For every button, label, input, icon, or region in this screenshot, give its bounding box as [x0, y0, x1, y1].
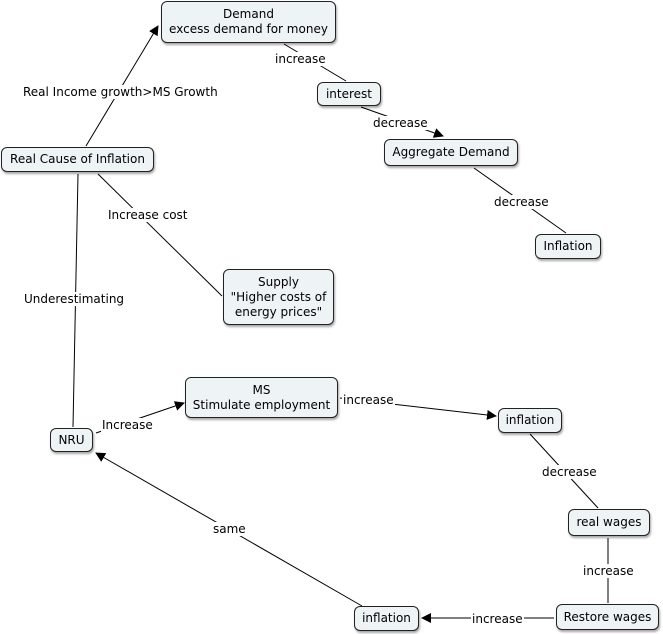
- node-supply[interactable]: Supply "Higher costs of energy prices": [223, 269, 334, 325]
- node-interest[interactable]: interest: [317, 82, 381, 106]
- label-real-income-growth: Real Income growth>MS Growth: [22, 85, 219, 99]
- label-increase-ms-inflation: increase: [342, 393, 395, 407]
- node-demand[interactable]: Demand excess demand for money: [161, 1, 336, 43]
- node-restore-wages[interactable]: Restore wages: [556, 604, 659, 630]
- node-inflation-bottom[interactable]: inflation: [354, 606, 419, 631]
- node-real-cause-of-inflation[interactable]: Real Cause of Inflation: [1, 147, 154, 172]
- node-ms[interactable]: MS Stimulate employment: [185, 377, 338, 418]
- label-same: same: [212, 522, 247, 536]
- label-decrease-inflation-wages: decrease: [541, 465, 598, 479]
- label-decrease-ad-inflation: decrease: [493, 195, 550, 209]
- label-decrease-interest-ad: decrease: [372, 116, 429, 130]
- label-increase-wages-restore: increase: [582, 564, 635, 578]
- label-increase-nru-ms: Increase: [101, 418, 154, 432]
- label-underestimating: Underestimating: [23, 292, 126, 306]
- label-increase-demand-interest: increase: [274, 52, 327, 66]
- node-real-wages[interactable]: real wages: [568, 509, 650, 536]
- label-increase-cost: Increase cost: [107, 208, 189, 222]
- node-nru[interactable]: NRU: [50, 428, 93, 452]
- node-aggregate-demand[interactable]: Aggregate Demand: [384, 139, 518, 166]
- edge-realcause-supply: [97, 173, 223, 297]
- node-inflation-mid[interactable]: inflation: [498, 408, 562, 433]
- label-increase-restore-inflation: increase: [471, 612, 524, 626]
- node-inflation-top[interactable]: Inflation: [535, 234, 601, 259]
